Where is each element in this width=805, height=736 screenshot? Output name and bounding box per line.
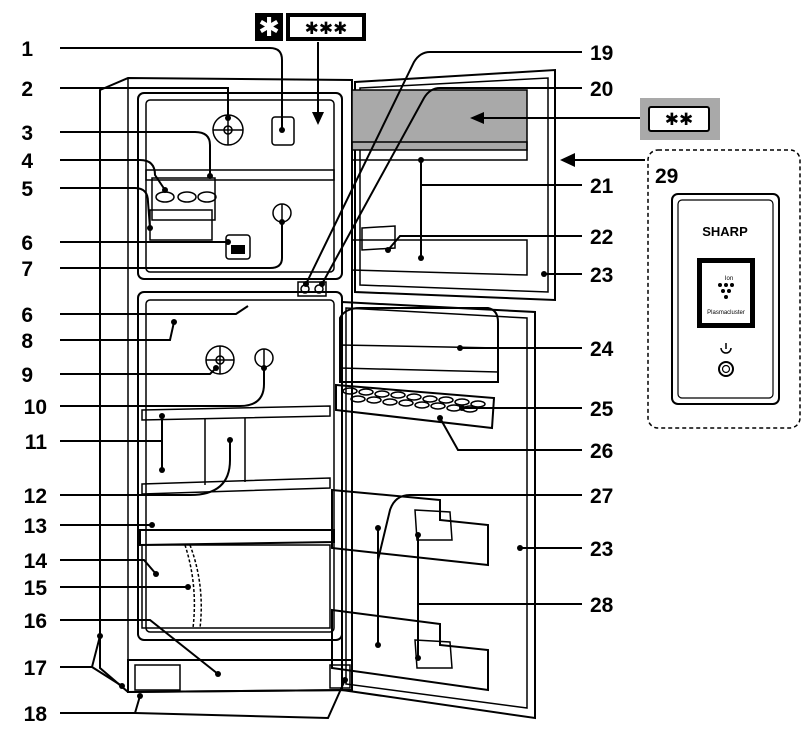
callout-23: 23: [590, 264, 613, 287]
power-icon: [720, 343, 732, 354]
callout-24: 24: [590, 338, 614, 361]
three-star-rating: ✱✱✱: [305, 19, 348, 39]
callout-3: 3: [21, 122, 33, 145]
callout-20: 20: [590, 78, 613, 101]
callout-7: 7: [21, 258, 33, 281]
callout-25: 25: [590, 398, 614, 421]
callout-14: 14: [24, 550, 48, 573]
callout-6: 6: [21, 232, 33, 255]
callout-19: 19: [590, 42, 613, 65]
fridge-body: [99, 76, 353, 694]
callout-15: 15: [24, 577, 48, 600]
callout-8: 8: [21, 330, 33, 353]
callout-18: 18: [24, 703, 48, 726]
leader-lines: [60, 42, 645, 720]
callout-22: 22: [590, 226, 613, 249]
callout-13: 13: [24, 515, 47, 538]
callout-21: 21: [590, 175, 614, 198]
freezer-star-rating-badge: ✱ ✱✱✱: [255, 13, 366, 43]
callout-23b: 23: [590, 538, 613, 561]
callout-6b: 6: [21, 304, 33, 327]
egg-slots: [342, 387, 486, 413]
callout-12: 12: [24, 485, 47, 508]
callout-17: 17: [24, 657, 47, 680]
asterisk-icon: ✱: [258, 13, 280, 43]
callout-2: 2: [21, 78, 33, 101]
grape-cluster-icon: [718, 283, 734, 299]
callout-28: 28: [590, 594, 614, 617]
callout-26: 26: [590, 440, 613, 463]
callout-numbers: 1 2 3 4 5 6 7 6 8 9 10 11 12 13 14 15 16…: [21, 38, 678, 726]
power-button[interactable]: [718, 361, 734, 377]
ion-mark: Ion: [725, 276, 733, 282]
callout-10: 10: [24, 396, 47, 419]
plasmacluster-label: Plasmacluster: [707, 310, 745, 316]
plasmacluster-control-panel: SHARP Ion Plasmacluster: [647, 149, 801, 429]
callout-29: 29: [655, 165, 678, 188]
door-star-rating-badge: ✱✱: [640, 98, 720, 140]
callout-1: 1: [21, 38, 33, 61]
callout-11: 11: [25, 431, 48, 454]
two-star-rating: ✱✱: [665, 110, 694, 130]
fridge-door: [331, 300, 536, 720]
callout-4: 4: [21, 150, 33, 173]
callout-27: 27: [590, 485, 613, 508]
callout-9: 9: [21, 364, 33, 387]
callout-5: 5: [21, 178, 33, 201]
callout-16: 16: [24, 610, 47, 633]
leader-dots: [97, 115, 547, 699]
brand-logo: SHARP: [702, 224, 748, 239]
